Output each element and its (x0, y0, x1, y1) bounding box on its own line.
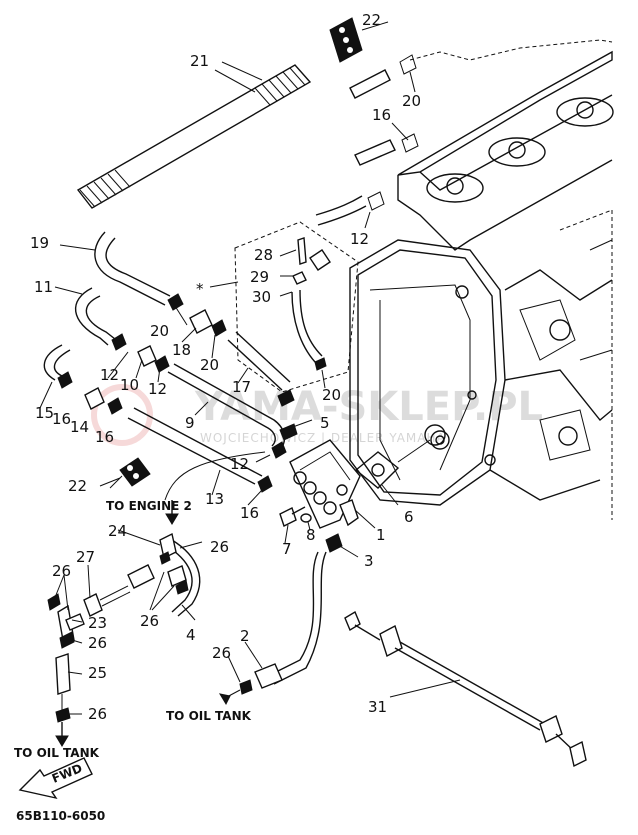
callout-26-f: 26 (88, 705, 107, 723)
callout-26-c: 26 (140, 612, 159, 630)
callout-26-d: 26 (88, 634, 107, 652)
callout-17: 17 (232, 378, 251, 396)
upper-hoses (315, 54, 419, 229)
callout-9: 9 (185, 414, 195, 432)
stud-bolt-21 (76, 64, 312, 209)
callout-21: 21 (190, 52, 209, 70)
callout-7: 7 (282, 540, 292, 558)
callout-20-b: 20 (150, 322, 169, 340)
callout-10: 10 (120, 376, 139, 394)
callout-12-d: 12 (230, 455, 249, 473)
watermark-sub: WOJCIECHOWICZ | DEALER YAMAHA (200, 431, 446, 445)
thread-top (254, 67, 306, 106)
to-oil-tank-left-label: TO OIL TANK (14, 746, 100, 760)
small-parts-left (57, 293, 295, 493)
callout-15: 15 (35, 404, 54, 422)
callout-2: 2 (240, 627, 250, 645)
clip-22-top (329, 17, 389, 63)
callout-19: 19 (30, 234, 49, 252)
clip-22-left (99, 457, 151, 487)
callout-6: 6 (404, 508, 414, 526)
callout-16: 16 (372, 106, 391, 124)
callout-5: 5 (320, 414, 330, 432)
callout-26-e: 26 (212, 644, 231, 662)
fwd-label: FWD (50, 761, 84, 786)
lower-left-assembly (47, 500, 253, 747)
oil-pump-1 (254, 423, 446, 689)
cable-31 (344, 610, 587, 768)
callout-22: 22 (362, 11, 381, 29)
part-code-label: 65B110-6050 (16, 809, 105, 823)
callout-16-c: 16 (95, 428, 114, 446)
leader-lines (39, 61, 461, 715)
callout-16-d: 16 (240, 504, 259, 522)
callout-18: 18 (172, 341, 191, 359)
callout-25: 25 (88, 664, 107, 682)
callout-20-d: 20 (322, 386, 341, 404)
callout-13: 13 (205, 490, 224, 508)
callout-31: 31 (368, 698, 387, 716)
callout-11: 11 (34, 278, 53, 296)
engine-block (349, 39, 614, 520)
callout-12: 12 (350, 230, 369, 248)
callout-20: 20 (402, 92, 421, 110)
callout-16-b: 16 (52, 410, 71, 428)
callout-24: 24 (108, 522, 127, 540)
callout-1: 1 (376, 526, 386, 544)
callout-12-b: 12 (100, 366, 119, 384)
spark-plug-wells (426, 97, 614, 203)
callout-26-b: 26 (52, 562, 71, 580)
callout-14: 14 (70, 418, 89, 436)
callout-3: 3 (364, 552, 374, 570)
annotations: TO ENGINE 2 TO OIL TANK TO OIL TANK 65B1… (14, 499, 252, 823)
callout-30: 30 (252, 288, 271, 306)
callout-12-c: 12 (148, 380, 167, 398)
callout-29: 29 (250, 268, 269, 286)
fwd-arrow-icon: FWD (18, 757, 93, 800)
callout-23: 23 (88, 614, 107, 632)
callout-22-b: 22 (68, 477, 87, 495)
callout-27: 27 (76, 548, 95, 566)
to-oil-tank-center-label: TO OIL TANK (166, 709, 252, 723)
callout-4: 4 (186, 626, 196, 644)
thread-bottom (79, 169, 131, 208)
callout-20-c: 20 (200, 356, 219, 374)
callout-28: 28 (254, 246, 273, 264)
to-engine-2-label: TO ENGINE 2 (106, 499, 192, 513)
callout-8: 8 (306, 526, 316, 544)
callout-star: * (196, 280, 204, 298)
callout-numbers: 22 21 20 16 12 19 28 29 30 * 11 20 18 20… (30, 11, 421, 723)
detail-box (209, 221, 359, 393)
callout-26-a: 26 (210, 538, 229, 556)
